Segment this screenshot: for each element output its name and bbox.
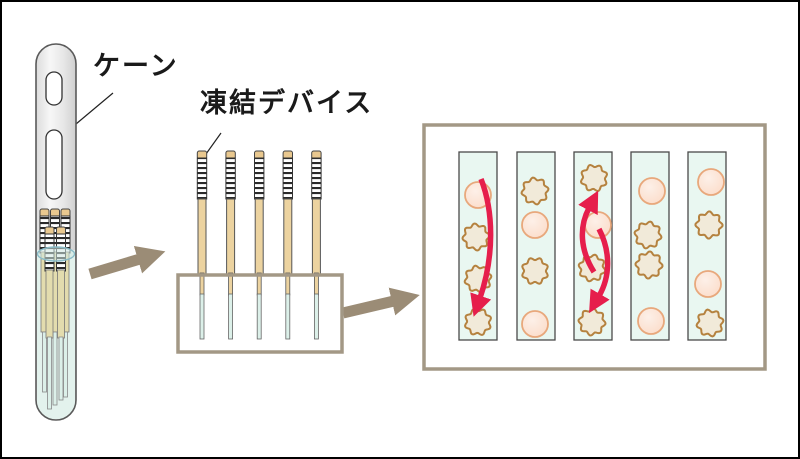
panel-arrows-group <box>470 177 611 317</box>
oocyte-shrunken <box>695 308 725 338</box>
device-barcode <box>282 157 293 200</box>
oocyte-shrunken <box>634 250 664 280</box>
device-body <box>45 269 54 339</box>
device-tip <box>285 293 291 340</box>
oocyte-normal <box>694 270 722 298</box>
oocyte-shrunken <box>579 163 609 193</box>
cane-label-pointer-line <box>75 92 114 125</box>
cane-illustration <box>35 43 77 421</box>
cane-devices-group <box>39 208 71 410</box>
device-row <box>196 150 322 340</box>
oocyte-normal <box>697 168 725 196</box>
device-body <box>254 198 264 275</box>
liquid-surface <box>36 246 76 262</box>
device-body <box>311 198 321 275</box>
device-tip <box>228 293 233 340</box>
device-label-pointer-line <box>205 132 222 155</box>
movement-arrow-down <box>470 177 494 317</box>
device-tip <box>256 293 262 340</box>
device-tip <box>58 336 64 401</box>
freezing-devices-illustration <box>176 150 344 354</box>
oocyte-shrunken <box>520 176 550 206</box>
oocyte-normal <box>521 211 549 239</box>
freezing-device <box>225 150 236 340</box>
freezing-device <box>196 150 208 340</box>
oocyte-shrunken <box>521 257 549 285</box>
freezing-device-label: 凍結デバイス <box>200 88 374 118</box>
device-body <box>226 198 236 275</box>
arrow-devices-to-panel <box>341 287 420 319</box>
device-tip <box>313 293 319 340</box>
device-barcode <box>225 157 236 200</box>
cane-label: ケーン <box>93 51 179 81</box>
device-barcode <box>254 157 265 200</box>
freezing-device <box>311 150 322 340</box>
panel-strips-group <box>458 151 727 341</box>
device-barcode <box>311 157 322 200</box>
cane-outline <box>35 43 77 421</box>
oocyte-normal <box>638 177 666 205</box>
device-body <box>197 198 207 275</box>
freezing-device <box>254 150 265 340</box>
device-tip <box>63 331 68 398</box>
oocyte-shrunken <box>633 220 663 250</box>
device-tip <box>199 293 205 340</box>
device-tip <box>47 336 52 410</box>
device-body <box>283 198 293 275</box>
oocyte-shrunken <box>577 307 607 337</box>
cane-slot-bottom <box>45 129 63 200</box>
device-barcode <box>196 157 208 200</box>
cane-slot-top <box>45 71 63 106</box>
magnified-panel <box>422 123 767 371</box>
oocyte-normal <box>584 211 612 239</box>
arrow-cane-to-devices <box>88 245 166 280</box>
oocyte-shrunken <box>461 222 491 252</box>
oocyte-normal <box>521 310 549 338</box>
movement-arrow-up <box>578 190 599 274</box>
freezing-device <box>282 150 293 340</box>
oocyte-shrunken <box>694 210 724 240</box>
oocyte-normal <box>637 307 665 335</box>
device-tip <box>52 331 58 406</box>
device-tip <box>42 331 47 393</box>
device-body <box>57 269 65 339</box>
zoom-source-box <box>176 273 344 354</box>
movement-arrow-down <box>589 227 611 314</box>
